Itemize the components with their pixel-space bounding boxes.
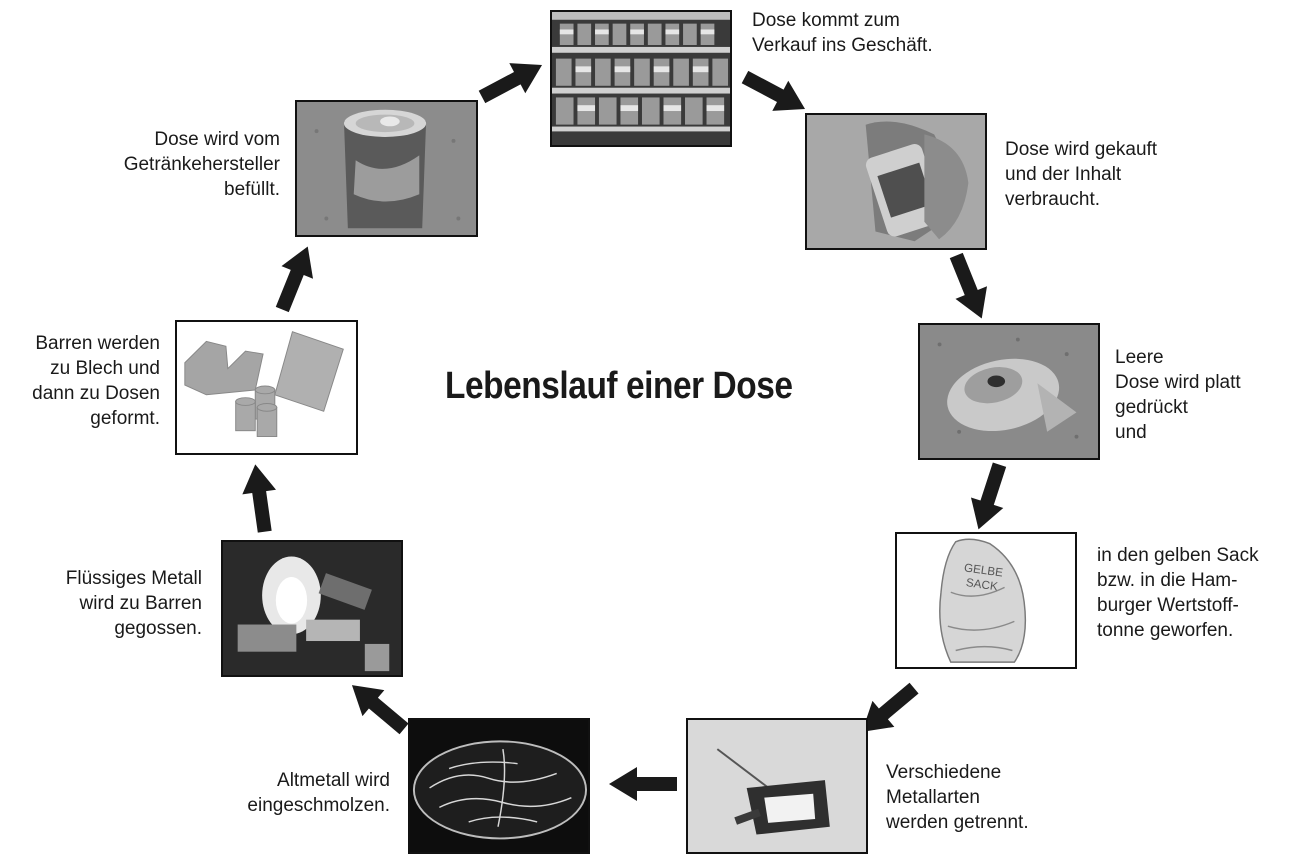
molten-metal-photo <box>408 718 590 854</box>
ingot-sheet-cans-illustration <box>175 320 358 455</box>
step-shop-caption: Dose kommt zum Verkauf ins Geschäft. <box>752 10 933 56</box>
step-flattened-caption: Leere Dose wird platt gedrückt und <box>1115 347 1241 443</box>
yellow-sack-photo: GELBE SACK <box>895 532 1077 669</box>
arrow-melted-to-cast <box>341 672 415 742</box>
step-formed-caption: Barren werden zu Blech und dann zu Dosen… <box>32 333 160 429</box>
step-filled-caption: Dose wird vom Getränkehersteller befüllt… <box>123 129 280 200</box>
arrow-filled-to-shop <box>473 50 551 112</box>
step-melted-caption: Altmetall wird eingeschmolzen. <box>247 770 390 816</box>
flattened-can-photo <box>918 323 1100 460</box>
sack-print-line-2: SACK <box>965 576 999 593</box>
can-in-hand-photo <box>805 113 987 250</box>
shop-shelf-photo <box>550 10 732 147</box>
arrow-flattened-to-sack <box>962 459 1016 535</box>
sack-print-line-1: GELBE <box>963 561 1004 579</box>
step-bought-caption: Dose wird gekauft und der Inhalt verbrau… <box>1005 139 1158 210</box>
filled-can-photo <box>295 100 478 237</box>
arrow-separated-to-melted <box>609 767 677 801</box>
arrow-cast-to-formed <box>238 461 282 535</box>
arrow-shop-to-bought <box>736 62 814 124</box>
magnet-separation-photo <box>686 718 868 854</box>
step-cast-caption: Flüssiges Metall wird zu Barren gegossen… <box>65 568 202 639</box>
step-separated-caption: Verschiedene Metallarten werden getrennt… <box>886 762 1029 833</box>
arrow-bought-to-flattened <box>940 249 998 325</box>
diagram-title: Lebenslauf einer Dose <box>445 365 793 407</box>
arrow-formed-to-filled <box>266 240 324 316</box>
casting-photo <box>221 540 403 677</box>
step-sack-caption: in den gelben Sack bzw. in die Ham- burg… <box>1097 545 1259 641</box>
